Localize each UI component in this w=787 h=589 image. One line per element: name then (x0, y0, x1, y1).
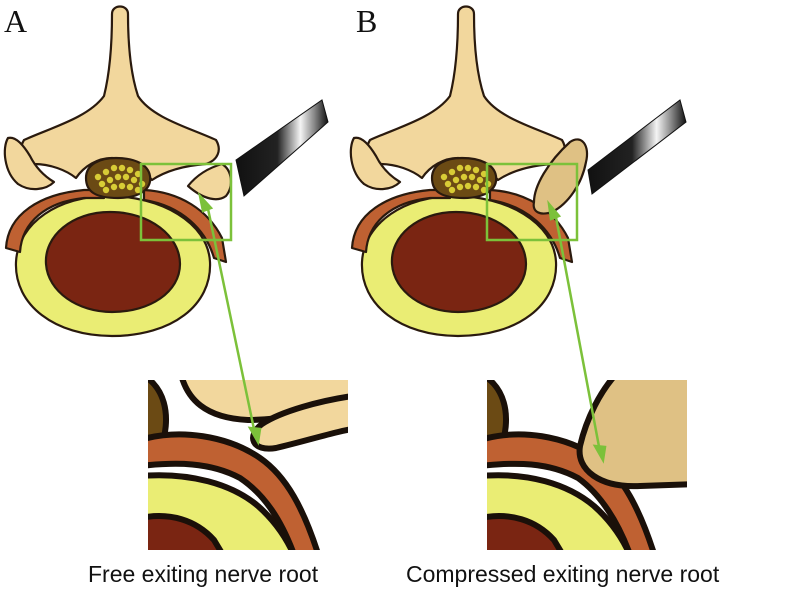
zoom-arrow-a (197, 191, 262, 446)
caption-a: Free exiting nerve root (88, 561, 319, 587)
zoom-box-b (485, 162, 579, 242)
panel-a: A (3, 3, 348, 587)
right-facet-a (186, 162, 232, 201)
vertebra-cross-section-b (349, 5, 589, 338)
zoom-arrow-b (547, 199, 607, 464)
endoscope-instrument-b (587, 99, 687, 195)
panel-b: B (349, 3, 720, 587)
endoscope-instrument-a (235, 99, 329, 197)
zoom-inset-b (487, 380, 687, 550)
zoom-inset-a (148, 380, 348, 550)
zoom-box-a (139, 162, 233, 242)
cauda-equina-dots-a (94, 164, 146, 194)
panel-label-b: B (356, 3, 377, 39)
caption-b: Compressed exiting nerve root (406, 561, 720, 587)
vertebra-cross-section-a (3, 5, 232, 338)
cauda-equina-dots-b (440, 164, 492, 194)
panel-label-a: A (4, 3, 27, 39)
